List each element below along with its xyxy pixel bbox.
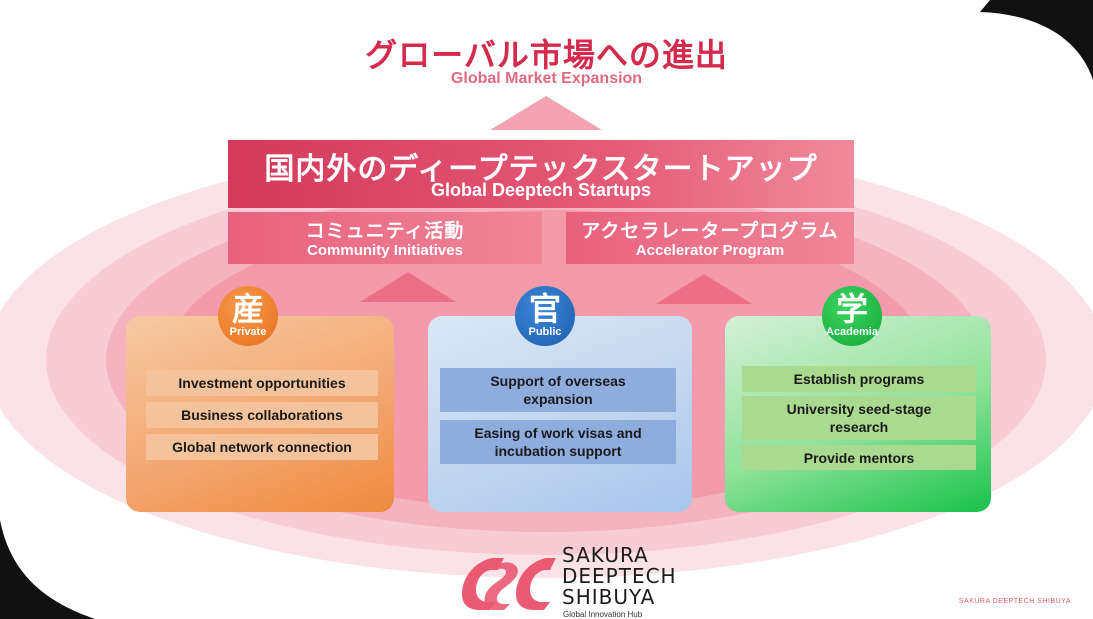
community-title-jp: コミュニティ活動 xyxy=(305,221,465,242)
banner-title-en: Global Deeptech Startups xyxy=(430,180,652,200)
private-kanji: 産 xyxy=(231,291,264,327)
arrow-to-global-market xyxy=(490,96,602,130)
sds-logo-mark xyxy=(462,558,556,610)
global-deeptech-banner xyxy=(228,140,854,208)
public-kanji: 官 xyxy=(528,291,561,327)
corner-swoosh-top-right xyxy=(980,0,1093,80)
logo-tagline: Global Innovation Hub xyxy=(563,610,643,619)
logo-line-1: SAKURA xyxy=(562,543,649,567)
accelerator-program-box: アクセラレータープログラム Accelerator Program xyxy=(566,212,854,264)
public-item: Support of overseas expansion xyxy=(440,368,676,412)
community-initiatives-box: コミュニティ活動 Community Initiatives xyxy=(228,212,542,264)
accelerator-title-jp: アクセラレータープログラム xyxy=(581,221,839,242)
arrow-left-to-community xyxy=(360,272,456,302)
logo-wordmark: SAKURA DEEPTECH SHIBUYA xyxy=(562,545,677,608)
academia-label: Academia xyxy=(826,326,878,338)
global-market-title-jp: グローバル市場への進出 xyxy=(365,37,728,73)
accelerator-title-en: Accelerator Program xyxy=(635,242,785,259)
academia-kanji: 学 xyxy=(835,291,868,327)
logo-line-3: SHIBUYA xyxy=(562,585,656,609)
corner-swoosh-bottom-left xyxy=(0,520,95,619)
private-item: Global network connection xyxy=(146,434,378,460)
private-label: Private xyxy=(229,326,267,338)
academia-item: Establish programs xyxy=(742,366,976,392)
public-badge: 官 Public xyxy=(515,286,575,346)
academia-item: Provide mentors xyxy=(742,445,976,470)
global-market-title-en: Global Market Expansion xyxy=(450,70,643,87)
community-title-en: Community Initiatives xyxy=(307,242,463,259)
public-item: Easing of work visas and incubation supp… xyxy=(440,420,676,464)
arrow-right-to-accelerator xyxy=(656,274,752,304)
private-item: Investment opportunities xyxy=(146,370,378,396)
public-sector-panel xyxy=(428,316,692,512)
academia-item: University seed-stage research xyxy=(742,396,976,440)
academia-badge: 学 Academia xyxy=(822,286,882,346)
banner-title-jp: 国内外のディープテックスタートアップ xyxy=(264,153,818,186)
public-label: Public xyxy=(528,326,562,338)
logo-line-2: DEEPTECH xyxy=(562,564,677,588)
private-badge: 産 Private xyxy=(218,286,278,346)
private-item: Business collaborations xyxy=(146,402,378,428)
footer-brand: SAKURA DEEPTECH SHIBUYA xyxy=(958,598,1071,605)
